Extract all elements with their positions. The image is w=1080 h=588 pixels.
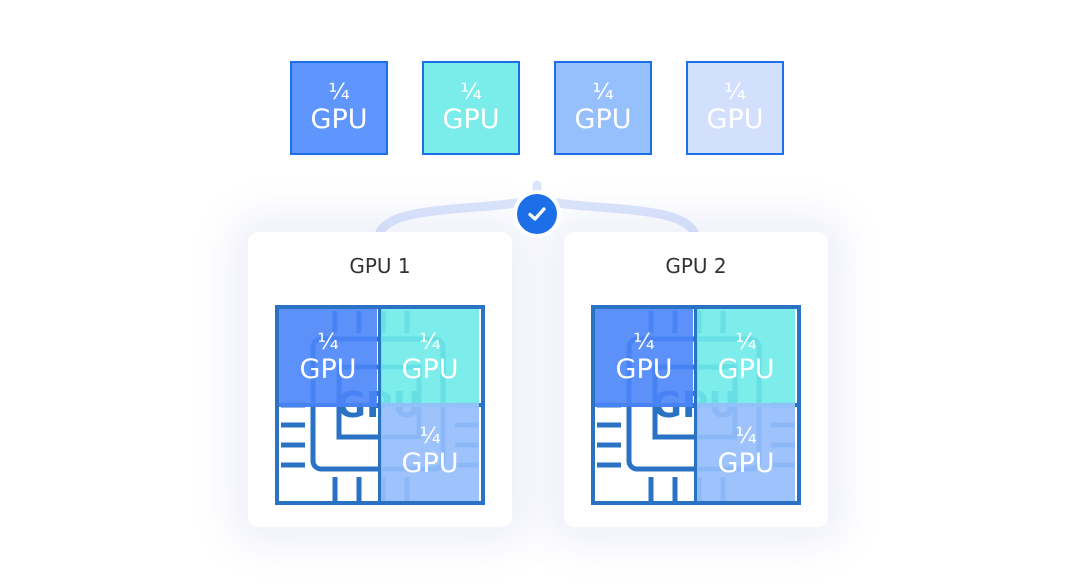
slice-unit: GPU xyxy=(401,354,459,385)
tile-fraction: ¼ xyxy=(592,80,614,105)
tile-fraction: ¼ xyxy=(724,80,746,105)
card-title: GPU 2 xyxy=(665,254,727,278)
tile-fraction: ¼ xyxy=(328,80,350,105)
gpu-card-2: GPU 2 GPU ¼ GPU ¼ GPU ¼ GPU xyxy=(564,232,828,527)
gpu-chip-icon: GPU ¼ GPU ¼ GPU ¼ GPU xyxy=(275,305,485,505)
fraction-tile-1: ¼ GPU xyxy=(290,61,388,155)
slice-unit: GPU xyxy=(401,448,459,479)
chip-slice-1: ¼ GPU xyxy=(279,309,377,407)
slice-fraction: ¼ xyxy=(419,424,441,449)
tile-fraction: ¼ xyxy=(460,80,482,105)
tile-unit: GPU xyxy=(706,104,764,135)
chip-slice-1: ¼ GPU xyxy=(595,309,693,407)
slice-unit: GPU xyxy=(717,448,775,479)
check-mark-icon xyxy=(528,207,546,221)
fraction-tile-3: ¼ GPU xyxy=(554,61,652,155)
gpu-chip-icon: GPU ¼ GPU ¼ GPU ¼ GPU xyxy=(591,305,801,505)
chip-slice-3: ¼ GPU xyxy=(697,403,795,501)
fraction-tile-4: ¼ GPU xyxy=(686,61,784,155)
chip-slice-3: ¼ GPU xyxy=(381,403,479,501)
slice-unit: GPU xyxy=(299,354,357,385)
fraction-tile-2: ¼ GPU xyxy=(422,61,520,155)
chip-slice-2: ¼ GPU xyxy=(381,309,479,407)
tile-unit: GPU xyxy=(574,104,632,135)
slice-fraction: ¼ xyxy=(735,424,757,449)
chip-slice-2: ¼ GPU xyxy=(697,309,795,407)
slice-fraction: ¼ xyxy=(317,330,339,355)
gpu-card-1: GPU 1 GPU ¼ GPU ¼ GPU ¼ GPU xyxy=(248,232,512,527)
check-circle-icon xyxy=(517,194,557,234)
slice-fraction: ¼ xyxy=(633,330,655,355)
slice-unit: GPU xyxy=(717,354,775,385)
slice-unit: GPU xyxy=(615,354,673,385)
tile-unit: GPU xyxy=(442,104,500,135)
slice-fraction: ¼ xyxy=(419,330,441,355)
slice-fraction: ¼ xyxy=(735,330,757,355)
tile-unit: GPU xyxy=(310,104,368,135)
card-title: GPU 1 xyxy=(349,254,411,278)
